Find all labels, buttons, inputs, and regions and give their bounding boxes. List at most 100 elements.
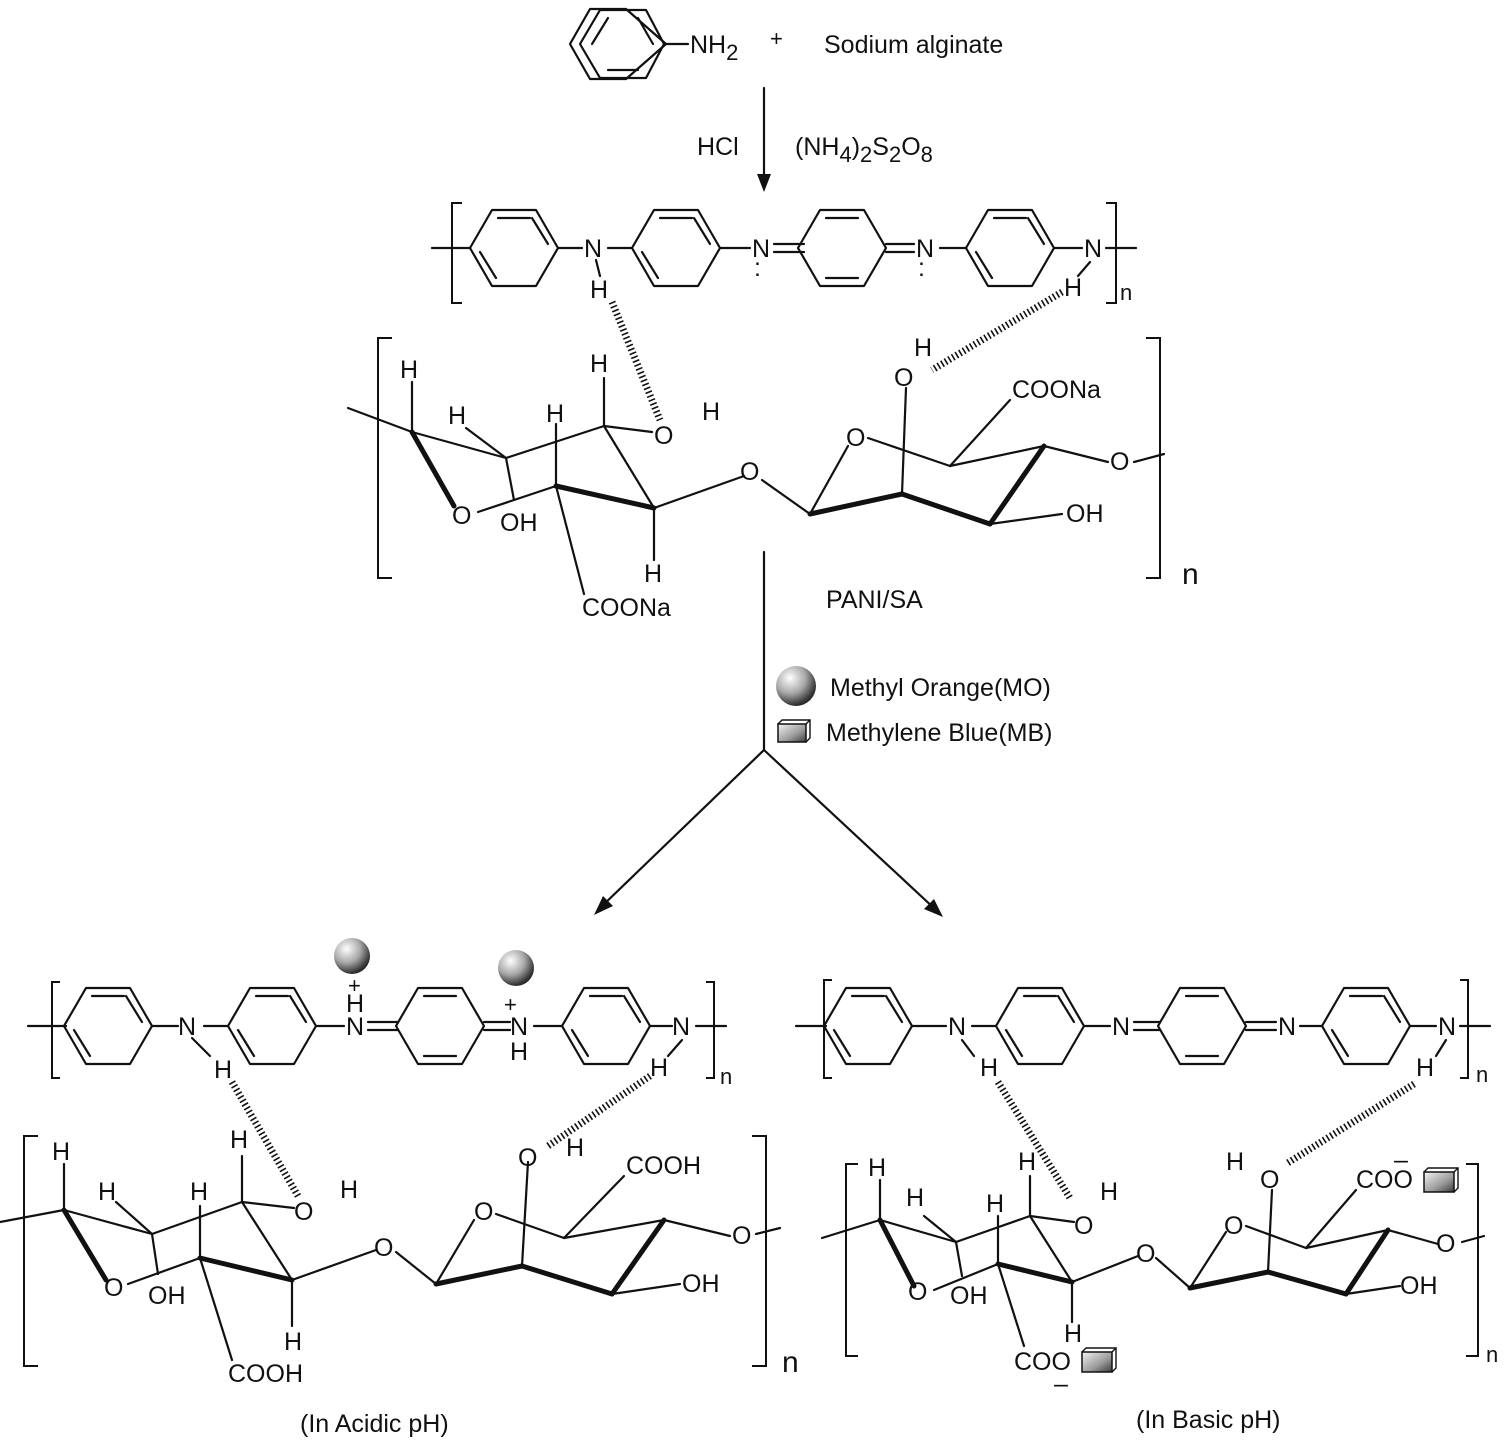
- basic-alg-h: H: [986, 1190, 1004, 1218]
- acid-alg-h: H: [52, 1138, 70, 1166]
- acid-alg-end-oxygen: O: [732, 1222, 751, 1250]
- basic-amine-n1: N: [948, 1013, 966, 1041]
- hydrogen-bond: [608, 300, 664, 422]
- basic-alg-hb-h: H: [1226, 1148, 1244, 1176]
- acid-plus-2: +: [504, 992, 517, 1017]
- alg-carboxylate-coona: COONa: [1012, 376, 1101, 404]
- pani-imine-n2: N: [916, 235, 934, 263]
- pani-imine-n1: N: [752, 235, 770, 263]
- acid-iminium-n2: N: [510, 1013, 528, 1041]
- acid-alginate-repeat-n: n: [782, 1346, 799, 1379]
- pani-sa-label: PANI/SA: [826, 586, 923, 614]
- legend-mb-label: Methylene Blue(MB): [826, 719, 1052, 747]
- alg-h: H: [590, 350, 608, 378]
- cuboid-icon: [777, 719, 811, 743]
- pani-lonepair-2: :: [918, 254, 925, 282]
- alg-h: H: [448, 402, 466, 430]
- hydrogen-bond: [930, 288, 1064, 374]
- basic-alg-h: H: [1064, 1320, 1082, 1348]
- basic-amine-h1: H: [980, 1054, 998, 1082]
- hydrogen-bond: [228, 1080, 302, 1198]
- acid-pani-repeat-n: n: [720, 1064, 732, 1089]
- alg-end-oxygen: O: [1110, 448, 1129, 476]
- legend-mo-label: Methyl Orange(MO): [830, 674, 1051, 702]
- pani-chain-top: [430, 202, 1138, 304]
- basic-minus-1: –: [1054, 1370, 1068, 1398]
- hydrogen-bond: [995, 1080, 1073, 1200]
- pani-amine-n2: N: [1084, 235, 1102, 263]
- acid-amine-n1: N: [178, 1013, 196, 1041]
- aniline-amine-label: NH2: [690, 31, 738, 65]
- basic-alg-hb-oxygen: O: [1260, 1166, 1279, 1194]
- pani-amine-n1: N: [584, 235, 602, 263]
- basic-alg-glycosidic-oxygen: O: [1136, 1240, 1155, 1268]
- basic-alg-h: H: [868, 1154, 886, 1182]
- pani-amine-h2: H: [1064, 274, 1082, 302]
- sphere-icon: [498, 950, 534, 986]
- cuboid-icon: [1423, 1167, 1459, 1193]
- alg-hb-oxygen: O: [654, 422, 673, 450]
- acid-alg-hb-oxygen: O: [294, 1198, 313, 1226]
- aniline-structure: [568, 7, 690, 81]
- acid-alg-h: H: [98, 1178, 116, 1206]
- acid-alg-hb-h: H: [566, 1134, 584, 1162]
- acid-amine-h2: H: [650, 1054, 668, 1082]
- basic-alg-carboxylate-coo: COO: [1356, 1166, 1413, 1194]
- acid-alg-ring-oxygen: O: [104, 1274, 123, 1302]
- alg-h: H: [400, 356, 418, 384]
- alginate-chain-basic: [820, 1163, 1486, 1357]
- basic-minus-2: –: [1394, 1146, 1408, 1174]
- acid-alg-hydroxyl-oh: OH: [148, 1282, 186, 1310]
- basic-alg-h: H: [1018, 1148, 1036, 1176]
- basic-amine-n2: N: [1438, 1013, 1456, 1041]
- acid-amine-h1: H: [214, 1056, 232, 1084]
- basic-imine-n1: N: [1112, 1013, 1130, 1041]
- alg-carboxylate-coona: COONa: [582, 594, 671, 622]
- acid-alg-ring-oxygen: O: [474, 1198, 493, 1226]
- pani-lonepair-1: :: [754, 254, 761, 282]
- sphere-icon: [776, 666, 816, 706]
- acid-amine-n2: N: [672, 1013, 690, 1041]
- acid-iminium-n1: N: [346, 1013, 364, 1041]
- hcl-reagent-label: HCl: [697, 133, 739, 161]
- oxidant-reagent-label: (NH4)2S2O8: [795, 133, 933, 167]
- basic-imine-n2: N: [1278, 1013, 1296, 1041]
- basic-alg-hb-h: H: [1100, 1178, 1118, 1206]
- acid-alg-carboxyl-cooh: COOH: [626, 1152, 701, 1180]
- alg-hydroxyl-oh: OH: [1066, 500, 1104, 528]
- acid-alg-hydroxyl-oh: OH: [682, 1270, 720, 1298]
- acidic-caption: (In Acidic pH): [300, 1410, 449, 1438]
- basic-alg-h: H: [906, 1184, 924, 1212]
- acid-iminium-h1: H: [346, 990, 364, 1018]
- basic-alg-ring-oxygen: O: [1224, 1212, 1243, 1240]
- reaction-arrow-2: [594, 550, 943, 917]
- acid-alg-h: H: [190, 1178, 208, 1206]
- acid-alg-hb-oxygen: O: [518, 1144, 537, 1172]
- alginate-chain-acidic: [0, 1135, 782, 1367]
- alg-ring-oxygen: O: [452, 502, 471, 530]
- cuboid-icon: [1081, 1347, 1117, 1373]
- acid-iminium-h2: H: [510, 1038, 528, 1066]
- basic-alg-ring-oxygen: O: [908, 1278, 927, 1306]
- alg-glycosidic-oxygen: O: [740, 458, 759, 486]
- hydrogen-bond: [546, 1073, 652, 1149]
- alg-hb-h: H: [914, 334, 932, 362]
- alg-hb-h: H: [702, 398, 720, 426]
- basic-alg-carboxylate-coo: COO: [1014, 1348, 1071, 1376]
- acid-alg-hb-h: H: [340, 1176, 358, 1204]
- basic-alginate-repeat-n: n: [1486, 1342, 1498, 1367]
- acid-alg-h: H: [284, 1328, 302, 1356]
- acid-alg-carboxyl-cooh: COOH: [228, 1360, 303, 1388]
- reaction-arrow-1: [757, 86, 771, 192]
- basic-alg-hydroxyl-oh: OH: [1400, 1272, 1438, 1300]
- alg-hb-oxygen: O: [894, 364, 913, 392]
- sodium-alginate-label: Sodium alginate: [824, 31, 1003, 59]
- basic-alg-hydroxyl-oh: OH: [950, 1282, 988, 1310]
- basic-caption: (In Basic pH): [1136, 1406, 1280, 1434]
- acid-alg-glycosidic-oxygen: O: [374, 1234, 393, 1262]
- basic-amine-h2: H: [1416, 1054, 1434, 1082]
- pani-amine-h1: H: [590, 276, 608, 304]
- alg-h: H: [644, 560, 662, 588]
- alg-ring-oxygen: O: [846, 424, 865, 452]
